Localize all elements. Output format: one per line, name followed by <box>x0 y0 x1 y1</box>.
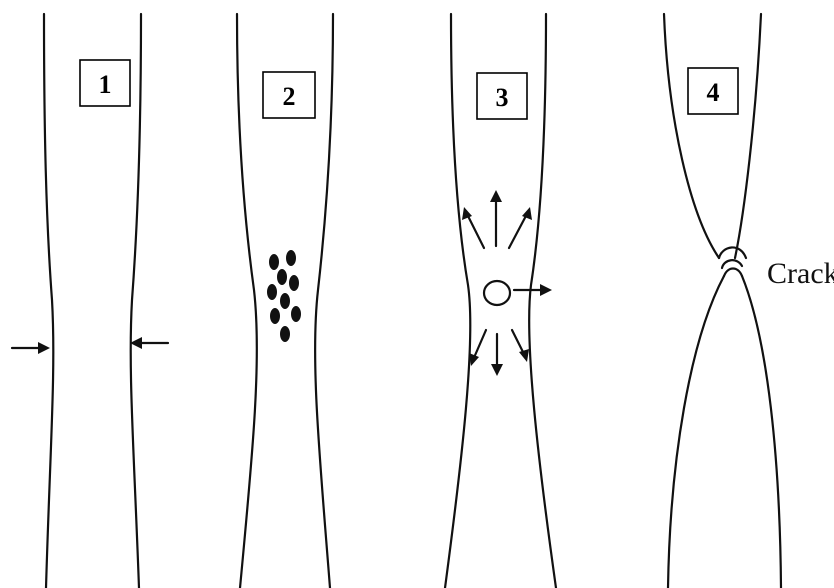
stage-3-right-edge <box>529 14 556 588</box>
crack-lower-lip <box>724 269 742 277</box>
crack-label: Crack <box>767 257 834 290</box>
stage-3-left-edge <box>445 14 470 588</box>
stage-number: 1 <box>99 70 112 99</box>
stage-2-left-edge <box>237 14 257 588</box>
stage-3: 3 <box>445 14 556 588</box>
central-void <box>484 281 510 305</box>
stage-number: 4 <box>707 78 720 107</box>
compression-arrow-right <box>130 337 168 349</box>
stage-4-upper-left-edge <box>664 14 719 258</box>
stage-number-box: 1 <box>80 60 130 106</box>
stage-4-lower-left-edge <box>668 276 724 588</box>
compression-arrow-left <box>12 342 50 354</box>
crack-upper-lip-2 <box>722 260 742 268</box>
stage-1: 1 <box>12 14 168 588</box>
stage-number: 3 <box>496 83 509 112</box>
stage-1-right-edge <box>131 14 141 588</box>
stage-number-box: 4 <box>688 68 738 114</box>
stage-4: 4 Crack <box>664 14 834 588</box>
stage-2: 2 <box>237 14 333 588</box>
stage-number: 2 <box>283 82 296 111</box>
stage-4-upper-right-edge <box>735 14 761 258</box>
stage-2-right-edge <box>315 14 333 588</box>
crack-upper-lip <box>719 247 746 258</box>
stage-number-box: 3 <box>477 73 527 119</box>
microvoids <box>267 250 301 342</box>
stage-1-left-edge <box>44 14 53 588</box>
stage-number-box: 2 <box>263 72 315 118</box>
stage-4-lower-right-edge <box>742 276 781 588</box>
